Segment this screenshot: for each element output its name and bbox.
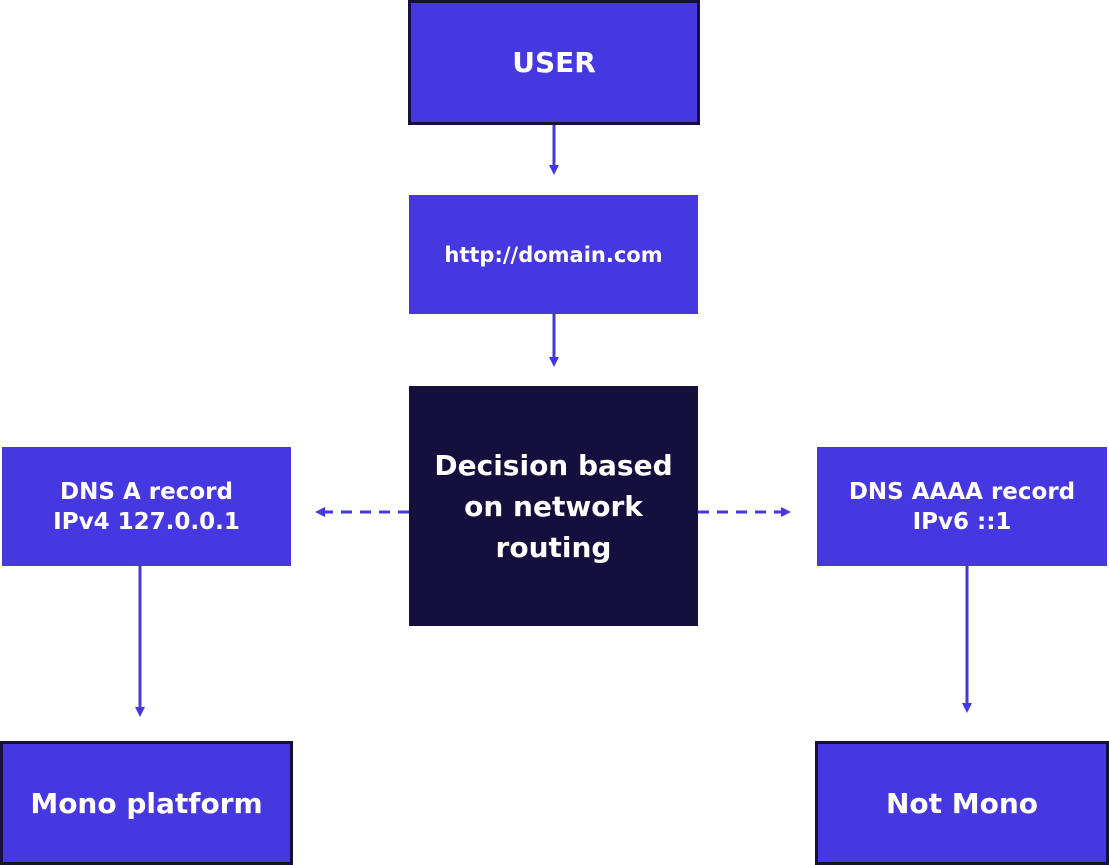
user-node-label: USER: [512, 46, 596, 79]
url-node-label: http://domain.com: [444, 242, 663, 267]
not-mono-node: Not Mono: [815, 741, 1109, 865]
decision-node: Decision based on network routing: [409, 386, 698, 626]
decision-node-line-1: Decision based: [434, 448, 673, 482]
dns-a-record-line-2: IPv4 127.0.0.1: [53, 508, 240, 535]
not-mono-label: Not Mono: [885, 786, 1039, 820]
dns-a-record-node: DNS A record IPv4 127.0.0.1: [2, 447, 291, 566]
dns-aaaa-record-line-2: IPv6 ::1: [912, 508, 1012, 535]
decision-node-line-2: on network: [464, 489, 643, 523]
decision-node-line-3: routing: [495, 530, 612, 564]
dns-a-record-line-1: DNS A record: [60, 478, 233, 505]
url-node: http://domain.com: [409, 195, 698, 314]
dns-aaaa-record-line-1: DNS AAAA record: [848, 478, 1076, 505]
mono-platform-label: Mono platform: [30, 786, 263, 820]
mono-platform-node: Mono platform: [0, 741, 293, 865]
user-node: USER: [408, 0, 700, 125]
dns-aaaa-record-node: DNS AAAA record IPv6 ::1: [817, 447, 1107, 566]
